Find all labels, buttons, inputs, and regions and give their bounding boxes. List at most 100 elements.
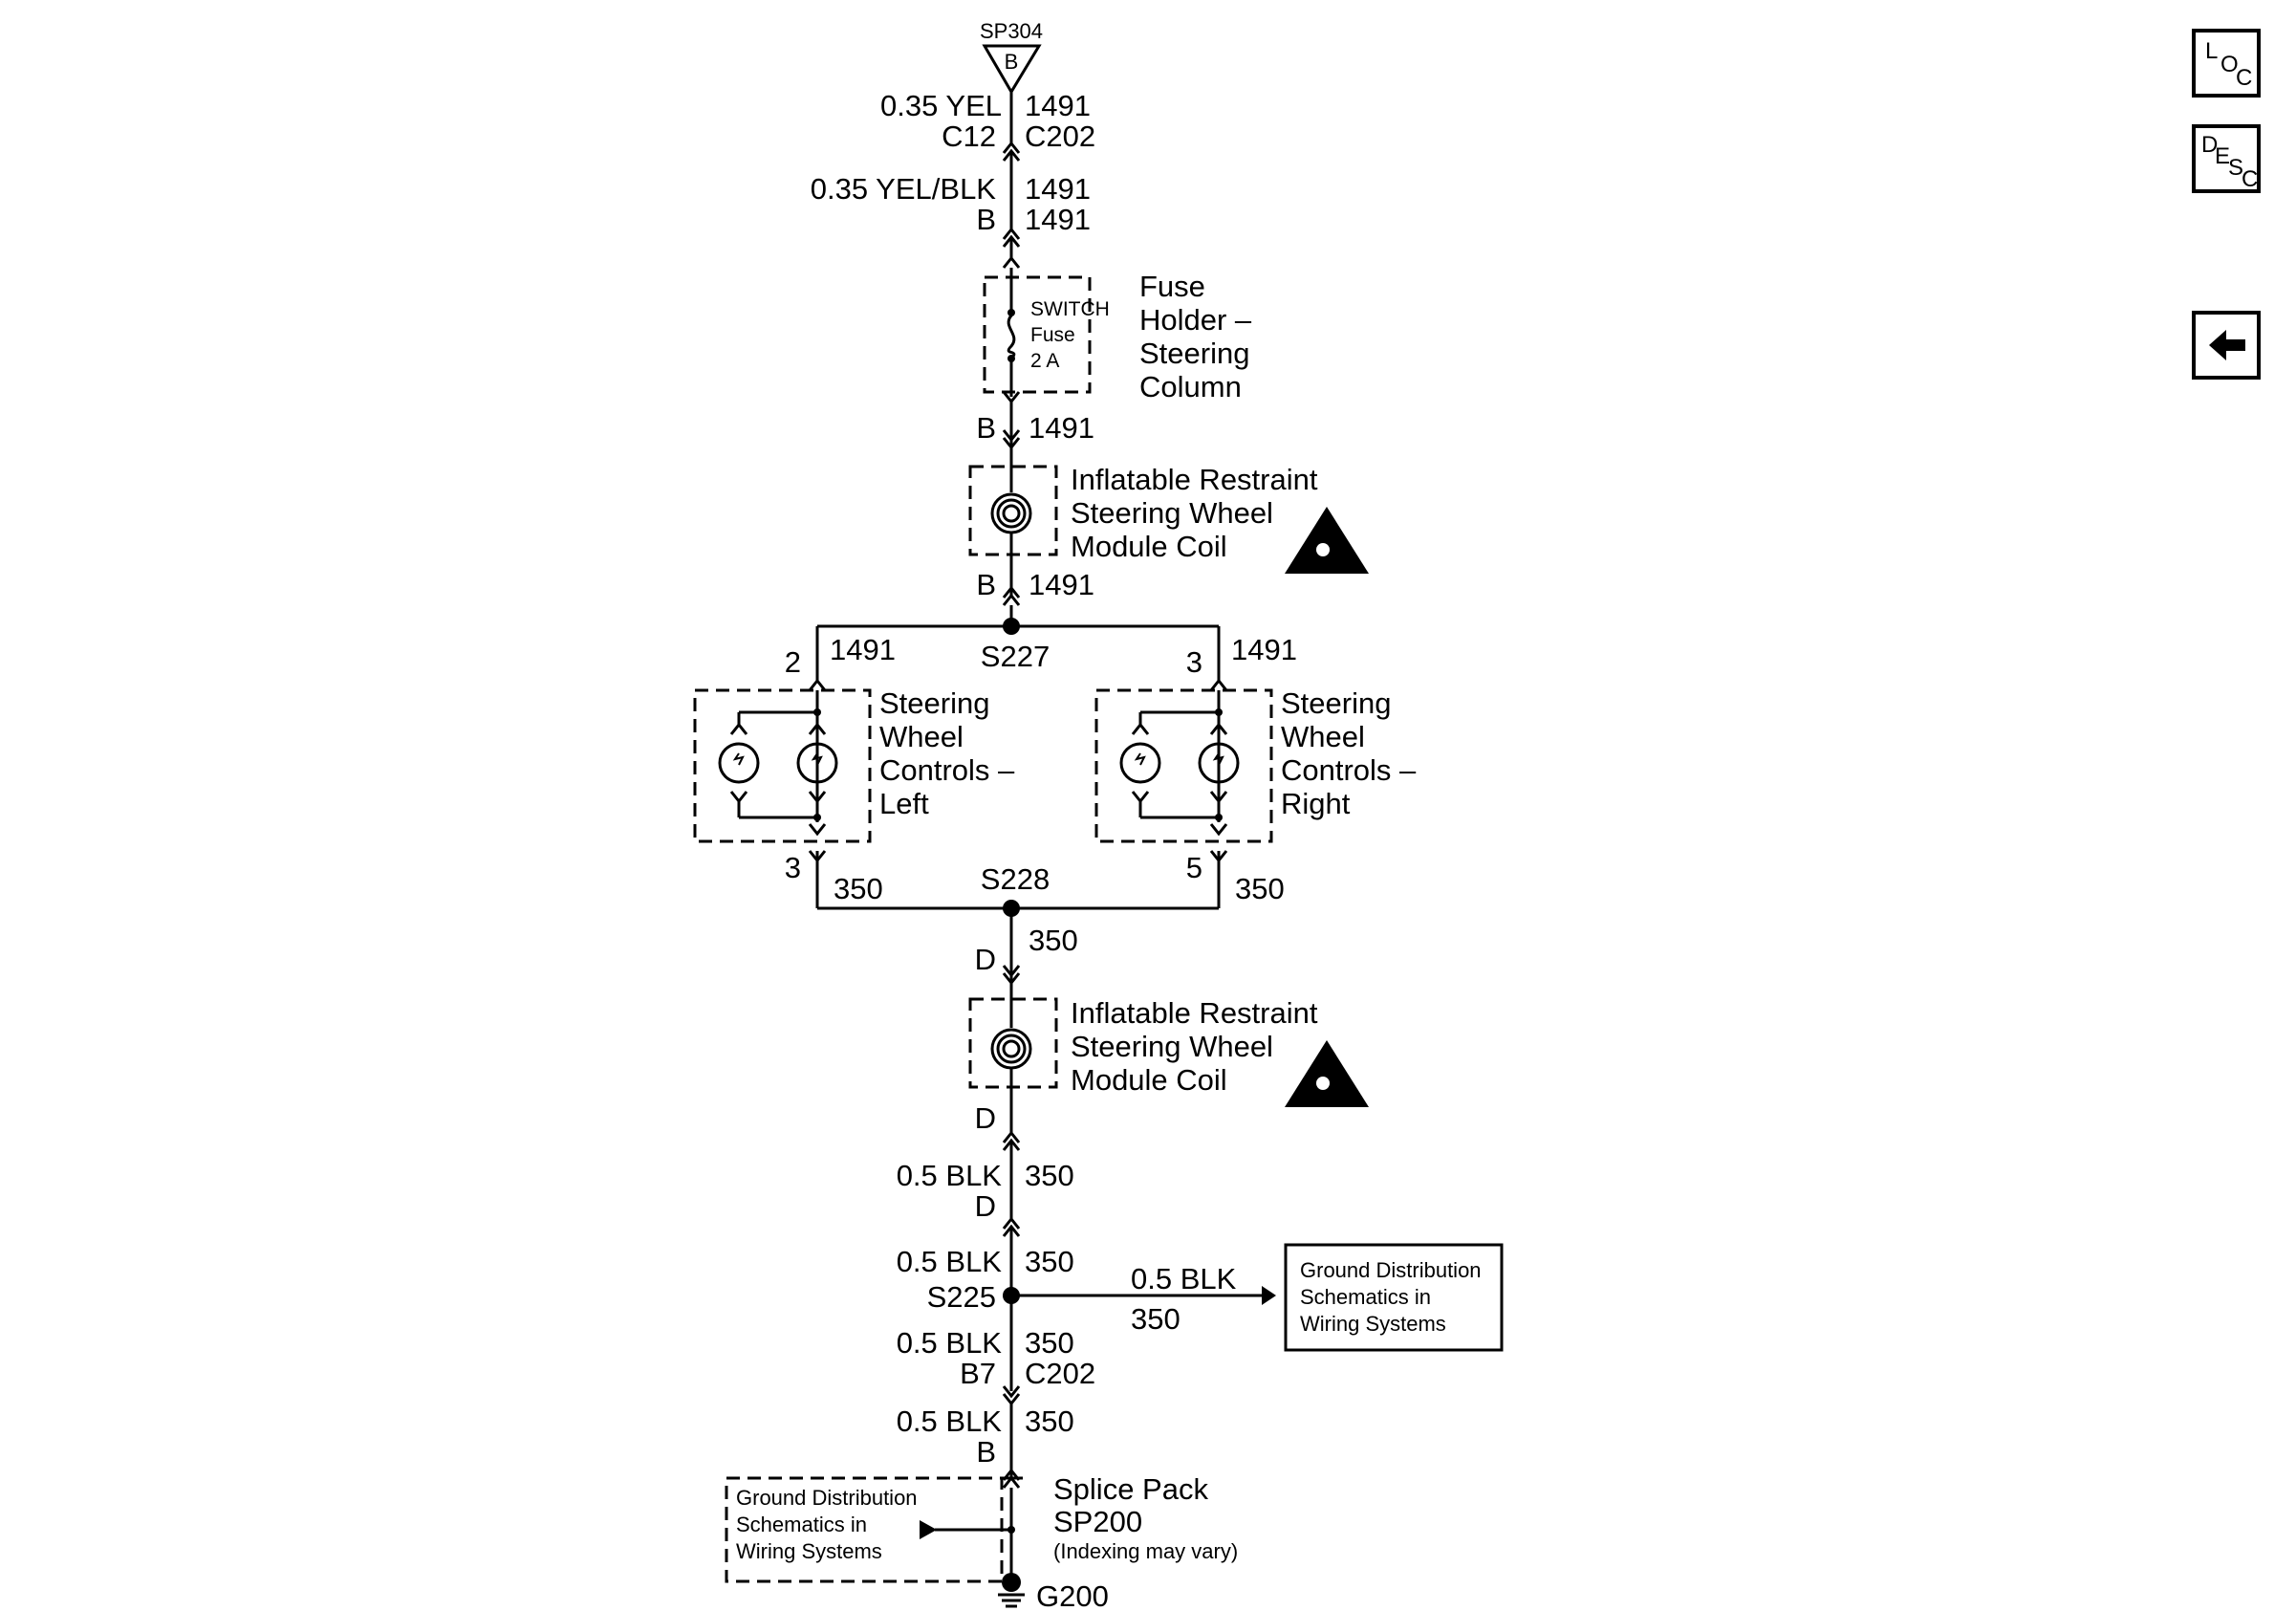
switch-mark [1134,752,1146,766]
splice-dot [1007,1526,1015,1534]
splice-dot-s227 [1003,618,1020,635]
pin-label: B [976,568,996,601]
splice-box-line: Wiring Systems [736,1539,882,1563]
wire-label: 0.35 YEL/BLK [811,172,997,206]
fuse-holder-line: Holder – [1139,303,1252,337]
circuit-label: 350 [1235,872,1285,905]
controls-right-line: Wheel [1281,720,1365,753]
controls-left-line: Wheel [879,720,964,753]
splice-pack-triangle [982,44,1042,95]
splice-pack-note: (Indexing may vary) [1053,1539,1238,1563]
switch-contact [808,791,827,804]
pin-label: C12 [942,120,996,153]
fuse-holder-box [983,275,1092,394]
circuit-label: 350 [1025,1326,1074,1360]
controls-right-line: Controls – [1281,753,1417,787]
controls-left-box [693,688,872,843]
circuit-label: 350 [1025,1245,1074,1278]
desc-button[interactable]: D E S C [2192,124,2261,193]
circuit-label: 1491 [1025,203,1091,236]
circuit-label: 1491 [1025,89,1091,122]
arrow-right-icon [920,1520,937,1539]
connector-symbol [808,678,827,691]
ground-distribution-box [1284,1243,1504,1352]
connector-label: C202 [1025,120,1095,153]
s225-label: S225 [927,1280,996,1314]
loc-letter: O [2220,52,2239,77]
ground-label: G200 [1036,1579,1109,1611]
controls-left-line: Controls – [879,753,1015,787]
pin-label: 5 [1186,851,1202,884]
ground-box-line: Wiring Systems [1300,1312,1446,1336]
splice-dot-s228 [1003,900,1020,917]
switch-icon [1119,742,1161,784]
desc-letter: D [2201,132,2219,158]
pin-label: D [975,1101,996,1135]
pin-label: B [976,203,996,236]
sp304-pin: B [1005,50,1019,74]
splice-box-line: Schematics in [736,1513,867,1536]
coil-box-upper [968,465,1058,556]
switch-contact [729,712,748,735]
fuse-terminal [1007,355,1015,362]
controls-right-box [1094,688,1273,843]
switch-contact [1131,712,1150,735]
pin-label: D [975,943,996,976]
switch-contact [808,722,827,735]
pin-label: B [976,411,996,445]
switch-icon [1198,742,1240,784]
airbag-warning-icon [1285,1040,1369,1107]
circuit-label: 1491 [1231,633,1297,666]
loc-letter: C [2236,65,2253,91]
back-button[interactable] [2192,311,2261,380]
connector-label: C202 [1025,1357,1095,1390]
fuse-holder-line: Fuse [1139,270,1205,303]
connector-symbol [1002,585,1021,606]
splice-pack-title: Splice Pack [1053,1472,1208,1506]
switch-mark [1212,752,1224,766]
airbag-warning-detail [1316,1077,1330,1090]
wire-label: 0.5 BLK [897,1404,1003,1438]
coil-lower-line: Inflatable Restraint [1071,996,1318,1030]
splice-pack-name: SP200 [1053,1505,1142,1538]
fuse-holder-line: Column [1139,370,1242,403]
circuit-label: 1491 [1029,411,1094,445]
coil-lower-line: Steering Wheel [1071,1030,1273,1063]
switch-icon [718,742,760,784]
circuit-label: 1491 [830,633,896,666]
pin-label: B [976,1435,996,1469]
circuit-label: 1491 [1029,568,1094,601]
loc-button[interactable]: L O C [2192,29,2261,98]
airbag-warning-detail [1316,543,1330,556]
coil-upper-line: Inflatable Restraint [1071,463,1318,496]
fuse-terminal [1007,309,1015,316]
switch-mark [732,752,745,766]
controls-left-line: Left [879,787,929,820]
arrow-left-icon [1262,1286,1276,1305]
s227-label: S227 [981,640,1050,673]
splice-dot [813,814,821,821]
splice-box-line: Ground Distribution [736,1486,918,1510]
pin-label: 2 [785,645,801,679]
fuse-switch-label: SWITCH [1030,298,1110,320]
connector-symbol [1209,678,1228,691]
wire-label: 0.35 YEL [880,89,1002,122]
fuse-holder-line: Steering [1139,337,1249,370]
desc-letter: S [2228,155,2244,181]
switch-contact [1209,722,1228,735]
ground-dot [1002,1573,1021,1592]
airbag-warning-icon [1285,507,1369,574]
wire-label: 0.5 BLK [897,1159,1003,1192]
pin-label: 3 [785,851,801,884]
controls-right-line: Steering [1281,686,1391,720]
switch-icon [796,742,838,784]
splice-dot [1215,708,1223,716]
pin-label: D [975,1189,996,1223]
wire-label: 0.5 BLK [897,1326,1003,1360]
fuse-symbol [1007,315,1016,360]
desc-letter: C [2242,166,2259,192]
switch-contact [729,791,748,817]
connector-symbol [1209,823,1228,837]
circuit-label: 350 [834,872,883,905]
